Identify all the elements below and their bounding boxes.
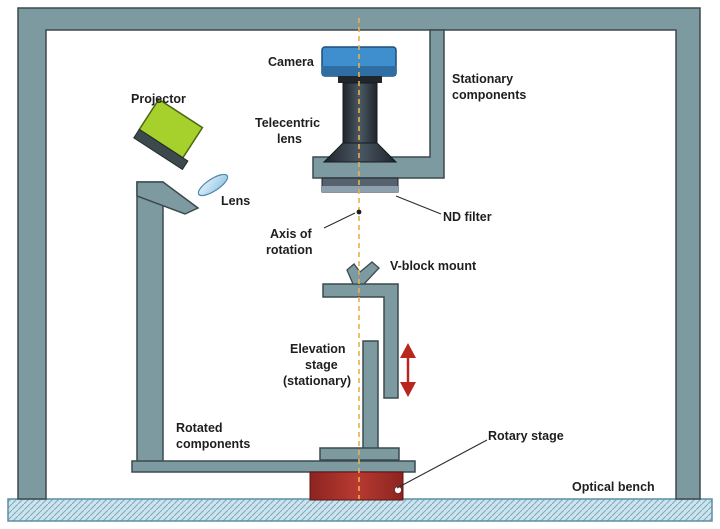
axis-point [356,209,362,215]
projector-post [136,181,164,465]
rotary-stage [309,471,404,501]
label-projector: Projector [131,92,186,106]
label-lens: Lens [221,194,250,208]
rotated-base-plate [131,460,416,473]
label-elevation-1: Elevation [290,342,346,356]
nd-filter-leader [395,195,442,215]
elevation-arrow-down [400,382,416,397]
lens-collar [338,76,382,83]
projector-lens [197,173,229,197]
label-telecentric-2: lens [277,132,302,146]
vblock-bracket [322,283,399,399]
projector-mount [136,181,200,215]
label-rotated-1: Rotated [176,421,223,435]
label-camera: Camera [268,55,315,69]
optical-bench [7,498,713,522]
label-rotated-2: components [176,437,250,451]
label-stationary-2: components [452,88,526,102]
label-stationary-1: Stationary [452,72,513,86]
label-vblock: V-block mount [390,259,477,273]
label-telecentric-1: Telecentric [255,116,320,130]
camera-base [322,66,396,76]
projector-body [138,98,204,159]
camera-bracket [312,29,445,179]
label-axis-1: Axis of [270,227,313,241]
projector-group [133,98,204,171]
telecentric-lens-cone [322,142,398,163]
projector-plate [133,128,189,171]
nd-filter-glass [322,186,398,192]
label-rotary-stage: Rotary stage [488,429,564,443]
label-axis-2: rotation [266,243,313,257]
label-optical-bench: Optical bench [572,480,655,494]
vblock-mount [346,261,380,285]
rotary-stage-dot [394,486,402,494]
label-nd-filter: ND filter [443,210,492,224]
outer-frame [17,7,701,500]
rotary-stage-leader [396,439,488,489]
label-elevation-3: (stationary) [283,374,351,388]
axis-leader [323,212,356,229]
label-elevation-2: stage [305,358,338,372]
elevation-arrow-up [400,343,416,358]
elevation-column [362,340,379,455]
telecentric-lens [342,82,378,144]
